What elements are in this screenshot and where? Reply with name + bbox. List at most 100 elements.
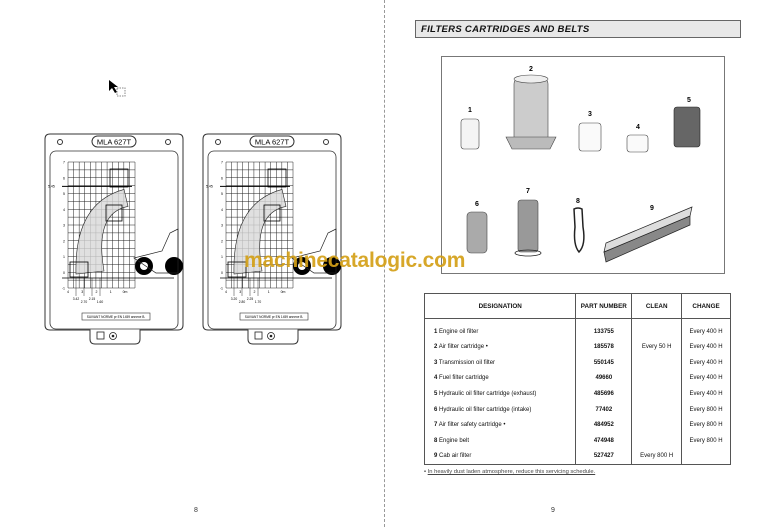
filters-table: DESIGNATION PART NUMBER CLEAN CHANGE 1 E… [423, 293, 731, 465]
item-name: Transmission oil filter [438, 359, 496, 366]
x-tick-label: 4 [225, 290, 227, 294]
load-box [267, 168, 287, 188]
x-tick-label: 3 [81, 290, 83, 294]
y-tick-label: 3 [63, 224, 65, 228]
load-box [109, 168, 129, 188]
height-mark: 5.45 [48, 184, 55, 188]
y-tick-label: 5 [221, 192, 223, 196]
callout-5: 5 [687, 97, 691, 104]
hydraulic-filter-exhaust-icon [673, 106, 701, 148]
col-designation: DESIGNATION [423, 293, 577, 319]
part-number-cell: 484952 [575, 417, 633, 434]
item-name: Hydraulic oil filter cartridge (exhaust) [439, 391, 537, 398]
target-icon-center [111, 334, 115, 338]
square-icon [96, 331, 105, 340]
clean-cell [631, 386, 683, 402]
model-pill [249, 135, 295, 148]
designation-cell: 9 Cab air filter [423, 448, 577, 465]
model-pill [91, 135, 137, 148]
item-number: 3 [434, 359, 438, 366]
norm-box [239, 312, 309, 321]
part-number-cell: 77402 [575, 401, 633, 418]
item-number: 2 [434, 344, 438, 351]
y-tick-label: 1 [63, 255, 65, 259]
callout-9: 9 [650, 205, 654, 212]
footnote-marker: • [424, 469, 427, 475]
x-tick-label: 3 [239, 290, 241, 294]
item-name: Engine belt [439, 437, 470, 444]
table-row: 3 Transmission oil filter 550145 Every 4… [423, 355, 731, 371]
clean-cell [631, 318, 683, 340]
y-tick-label: 2 [221, 239, 223, 243]
load-box [105, 204, 123, 222]
change-cell: Every 800 H [681, 433, 731, 449]
table-row: 1 Engine oil filter 133755 Every 400 H [423, 318, 731, 340]
y-tick-label: 0 [221, 271, 223, 275]
part-number-cell: 49660 [575, 370, 633, 387]
designation-cell: 6 Hydraulic oil filter cartridge (intake… [423, 401, 577, 418]
distance-label: 3.42 [73, 297, 80, 301]
engine-oil-filter-icon [460, 118, 480, 150]
fuel-filter-icon [626, 134, 649, 153]
item-number: 4 [434, 375, 438, 382]
clean-cell [631, 401, 683, 418]
item-number: 8 [434, 437, 438, 444]
part-number-cell: 133755 [575, 318, 633, 340]
table-row: 4 Fuel filter cartridge 49660 Every 400 … [423, 370, 731, 387]
item-name: Cab air filter [439, 453, 472, 460]
distance-label: 2.25 [247, 297, 254, 301]
y-tick-label: -1 [220, 287, 223, 291]
distance-label: 2.70 [81, 300, 88, 304]
designation-cell: 1 Engine oil filter [423, 318, 577, 340]
x-tick-label: 4 [67, 290, 69, 294]
clean-cell [631, 355, 683, 371]
transmission-oil-filter-icon [578, 122, 602, 152]
change-cell [681, 448, 731, 465]
item-number: 1 [434, 329, 438, 336]
clean-cell: Every 50 H [631, 339, 683, 356]
designation-cell: 7 Air filter safety cartridge • [423, 417, 577, 434]
model-label: MLA 627T [97, 138, 132, 147]
designation-cell: 4 Fuel filter cartridge [423, 370, 577, 387]
safety-filter-base [514, 249, 542, 257]
clean-cell [631, 417, 683, 434]
table-row: 8 Engine belt 474948 Every 800 H [423, 433, 731, 449]
wheel-hub [140, 262, 148, 270]
air-filter-top [513, 74, 549, 84]
distance-label: 2.15 [89, 297, 96, 301]
load-envelope [233, 189, 287, 275]
item-name: Air filter safety cartridge • [438, 422, 506, 429]
col-change: CHANGE [681, 293, 731, 319]
y-tick-label: 0 [63, 271, 65, 275]
target-icon [267, 332, 275, 340]
y-tick-label: -1 [62, 287, 65, 291]
distance-label: 2.80 [239, 300, 246, 304]
watermark: machinecatalogic.com [244, 249, 466, 272]
y-tick-label: 6 [63, 176, 65, 180]
change-cell: Every 400 H [681, 318, 731, 340]
footnote-text: In heavily dust laden atmosphere, reduce… [427, 469, 596, 475]
card-outline [202, 133, 342, 345]
target-icon [109, 332, 117, 340]
norm-note: SUIVANT NORME pr EN 1459 annexe B. [245, 315, 304, 319]
load-envelope [75, 189, 129, 275]
x-tick-label: 0m [281, 290, 286, 294]
engine-belt-icon [573, 207, 585, 254]
designation-cell: 3 Transmission oil filter [423, 355, 577, 371]
wheel-icon [323, 257, 341, 275]
callout-7: 7 [526, 188, 530, 195]
page-number-left: 8 [194, 507, 198, 514]
change-cell: Every 400 H [681, 370, 731, 387]
y-tick-label: 7 [63, 161, 65, 165]
wheel-hub [298, 262, 306, 270]
change-cell: Every 400 H [681, 386, 731, 402]
item-number: 7 [434, 422, 438, 429]
y-tick-label: 6 [221, 176, 223, 180]
cab-air-filter-top [603, 206, 693, 253]
item-number: 5 [434, 391, 438, 398]
item-name: Hydraulic oil filter cartridge (intake) [439, 406, 532, 413]
designation-cell: 8 Engine belt [423, 433, 577, 449]
item-number: 9 [434, 453, 438, 460]
mount-hole [215, 139, 221, 145]
